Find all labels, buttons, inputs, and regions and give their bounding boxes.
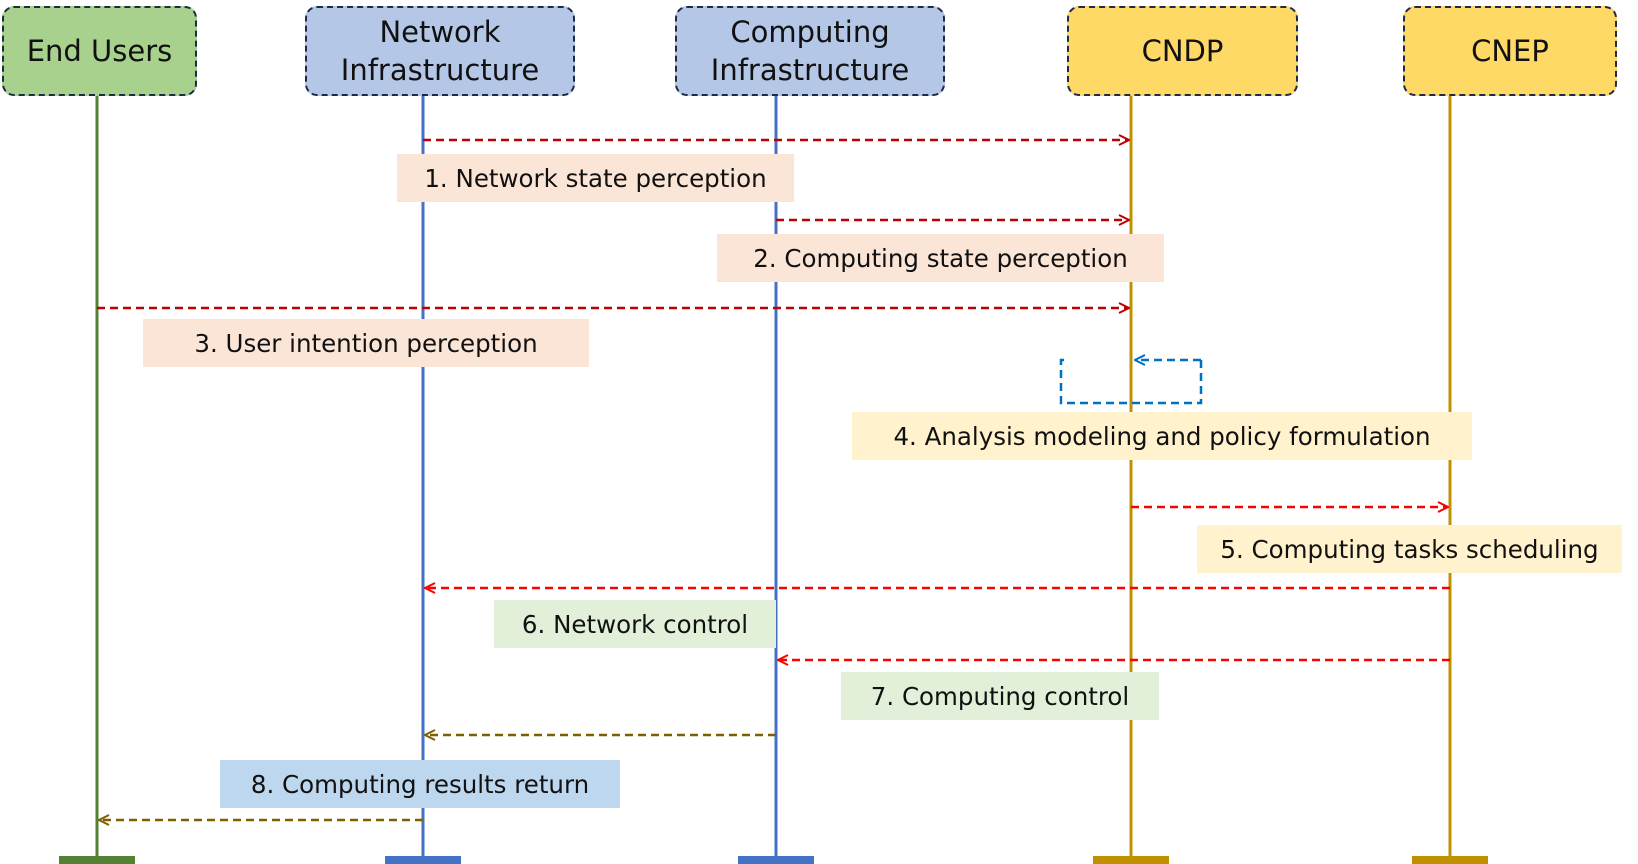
actor-network-infrastructure: Network Infrastructure — [305, 6, 575, 96]
lifeline-foot-computing — [738, 856, 814, 864]
step-label-computing-results-return: 8. Computing results return — [220, 760, 620, 808]
lifeline-foot-network — [385, 856, 461, 864]
message-analysis-modeling-self-loop — [1059, 358, 1203, 405]
step-label-network-control: 6. Network control — [494, 600, 776, 648]
actor-cndp: CNDP — [1067, 6, 1298, 96]
lifeline-foot-cndp — [1093, 856, 1169, 864]
actor-label-computing-infrastructure: Computing Infrastructure — [710, 15, 910, 87]
actor-label-cndp: CNDP — [1141, 34, 1224, 68]
step-label-analysis-modeling: 4. Analysis modeling and policy formulat… — [852, 412, 1472, 460]
actor-cnep: CNEP — [1403, 6, 1617, 96]
actor-end-users: End Users — [2, 6, 197, 96]
actor-label-end-users: End Users — [26, 34, 173, 68]
lifeline-foot-end-users — [59, 856, 135, 864]
step-label-computing-control: 7. Computing control — [841, 672, 1159, 720]
actor-computing-infrastructure: Computing Infrastructure — [675, 6, 945, 96]
step-label-computing-state-perception: 2. Computing state perception — [717, 234, 1164, 282]
actor-label-cnep: CNEP — [1471, 34, 1549, 68]
step-label-user-intention-perception: 3. User intention perception — [143, 319, 589, 367]
actor-label-network-infrastructure: Network Infrastructure — [340, 15, 540, 87]
step-label-computing-tasks-scheduling: 5. Computing tasks scheduling — [1197, 525, 1622, 573]
step-label-network-state-perception: 1. Network state perception — [397, 154, 794, 202]
lifeline-foot-cnep — [1412, 856, 1488, 864]
